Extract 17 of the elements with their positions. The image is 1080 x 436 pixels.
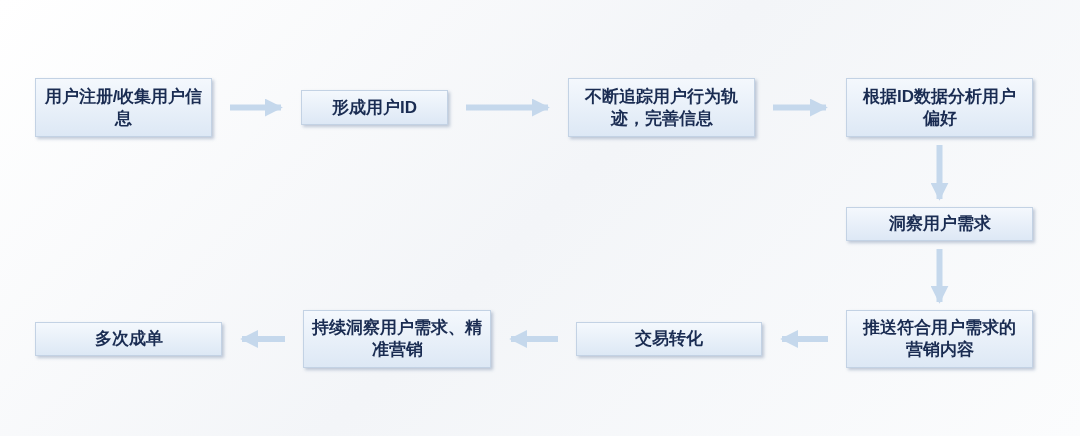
- arrow: [230, 98, 283, 117]
- arrow: [773, 98, 828, 117]
- arrow: [466, 98, 550, 117]
- process-box: 推送符合用户需求的营销内容: [846, 310, 1033, 368]
- process-box: 不断追踪用户行为轨迹，完善信息: [568, 78, 755, 137]
- arrow: [930, 145, 949, 201]
- arrow: [240, 330, 285, 348]
- process-box: 洞察用户需求: [846, 207, 1033, 241]
- process-box: 持续洞察用户需求、精准营销: [303, 310, 491, 368]
- process-box: 形成用户ID: [301, 90, 448, 125]
- process-box: 用户注册/收集用户信息: [35, 78, 212, 137]
- process-box: 交易转化: [576, 322, 762, 356]
- arrow: [780, 330, 828, 348]
- process-box: 多次成单: [35, 322, 222, 356]
- process-box: 根据ID数据分析用户偏好: [846, 78, 1033, 137]
- arrow: [930, 249, 949, 304]
- arrow: [509, 330, 558, 348]
